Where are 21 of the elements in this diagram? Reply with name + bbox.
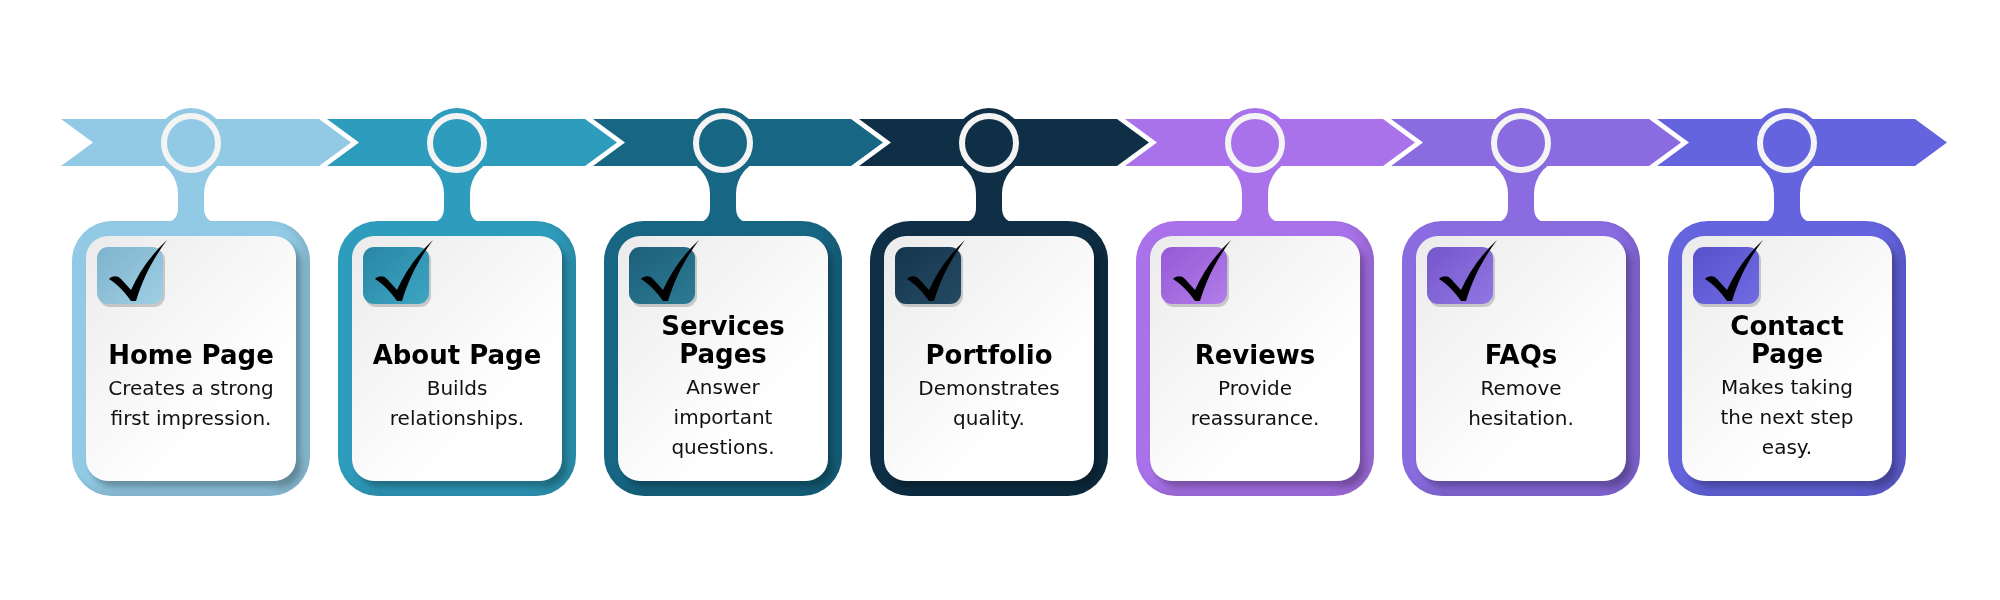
- step-title: Portfolio: [925, 340, 1053, 369]
- step-card: [72, 221, 310, 496]
- step-card: [1668, 221, 1906, 496]
- step-card: [338, 221, 576, 496]
- step-title: Reviews: [1194, 340, 1316, 369]
- step-description: Makes taking the next step easy.: [1719, 373, 1855, 461]
- step-description: Remove hesitation.: [1467, 374, 1575, 432]
- step-description: Provide reassurance.: [1189, 374, 1321, 432]
- step-card: [604, 221, 842, 496]
- step-card: [1136, 221, 1374, 496]
- step-card: [1402, 221, 1640, 496]
- step-card: [870, 221, 1108, 496]
- step-description: Answer important questions.: [670, 373, 776, 461]
- step-title: About Page: [372, 340, 542, 369]
- step-description: Creates a strong first impression.: [107, 374, 275, 432]
- step-title: Contact Page: [1729, 311, 1845, 368]
- step-title: Home Page: [108, 340, 274, 369]
- step-description: Builds relationships.: [388, 374, 526, 432]
- step-title: Services Pages: [660, 311, 786, 368]
- step-title: FAQs: [1484, 340, 1558, 369]
- step-description: Demonstrates quality.: [917, 374, 1061, 432]
